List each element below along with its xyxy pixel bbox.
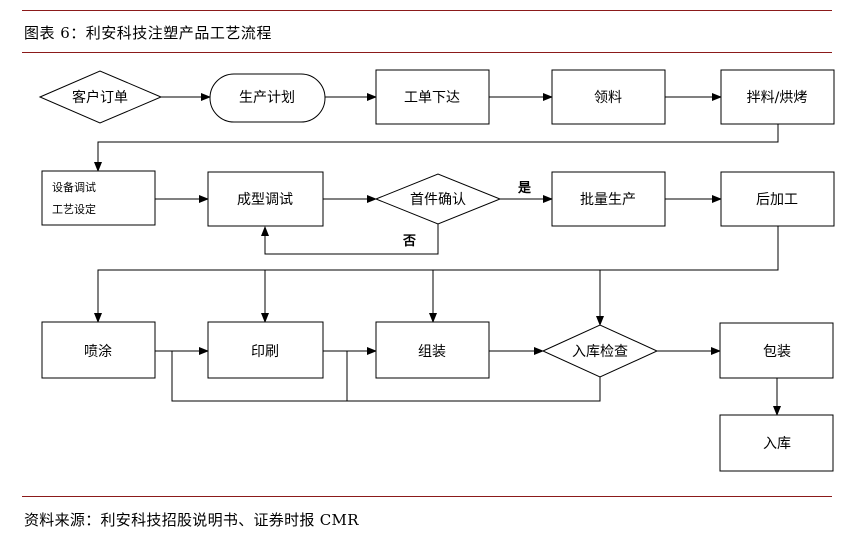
edge-mixing-setup	[94, 124, 779, 172]
label-yes: 是	[517, 181, 532, 196]
node-inspect: 入库检查	[541, 324, 659, 378]
svg-text:工艺设定: 工艺设定	[52, 202, 96, 216]
node-material: 领料	[551, 69, 666, 125]
label-no: 否	[402, 234, 416, 249]
node-pack: 包装	[719, 322, 834, 379]
node-mixing: 拌料/烘烤	[720, 69, 835, 125]
node-warehouse: 入库	[719, 414, 834, 472]
node-mass-production: 批量生产	[551, 171, 666, 227]
source-note: 资料来源：利安科技招股说明书、证券时报 CMR	[24, 511, 359, 529]
svg-text:后加工: 后加工	[756, 192, 798, 208]
node-plan: 生产计划	[209, 73, 326, 123]
node-print: 印刷	[207, 321, 324, 379]
svg-text:喷涂: 喷涂	[84, 344, 112, 360]
edge-post-bus	[94, 226, 779, 323]
svg-text:批量生产: 批量生产	[580, 192, 636, 208]
edge-bypass-loop	[171, 351, 601, 402]
edge-firstcheck-no	[261, 224, 439, 255]
node-first-check: 首件确认	[374, 173, 502, 225]
svg-text:首件确认: 首件确认	[410, 192, 466, 208]
svg-text:工单下达: 工单下达	[404, 90, 460, 106]
source-rule	[22, 496, 832, 497]
svg-text:设备调试: 设备调试	[52, 180, 96, 194]
svg-text:拌料/烘烤: 拌料/烘烤	[747, 90, 808, 106]
svg-text:包装: 包装	[763, 344, 791, 360]
node-mold-test: 成型调试	[207, 171, 324, 227]
svg-text:入库: 入库	[763, 436, 791, 452]
svg-text:组装: 组装	[418, 344, 446, 360]
node-order: 客户订单	[38, 70, 163, 124]
svg-text:成型调试: 成型调试	[237, 192, 293, 208]
figure-caption: 图表 6：利安科技注塑产品工艺流程	[24, 24, 272, 42]
top-rule	[22, 10, 832, 11]
node-assembly: 组装	[375, 321, 490, 379]
svg-text:生产计划: 生产计划	[239, 90, 295, 106]
svg-text:客户订单: 客户订单	[72, 89, 128, 106]
svg-text:领料: 领料	[594, 90, 622, 106]
caption-rule	[22, 52, 832, 53]
svg-text:入库检查: 入库检查	[572, 344, 628, 360]
node-spray: 喷涂	[41, 321, 156, 379]
svg-text:印刷: 印刷	[251, 344, 279, 360]
node-dispatch: 工单下达	[375, 69, 490, 125]
node-post-processing: 后加工	[720, 171, 835, 227]
node-setup: 设备调试 工艺设定	[41, 170, 156, 226]
